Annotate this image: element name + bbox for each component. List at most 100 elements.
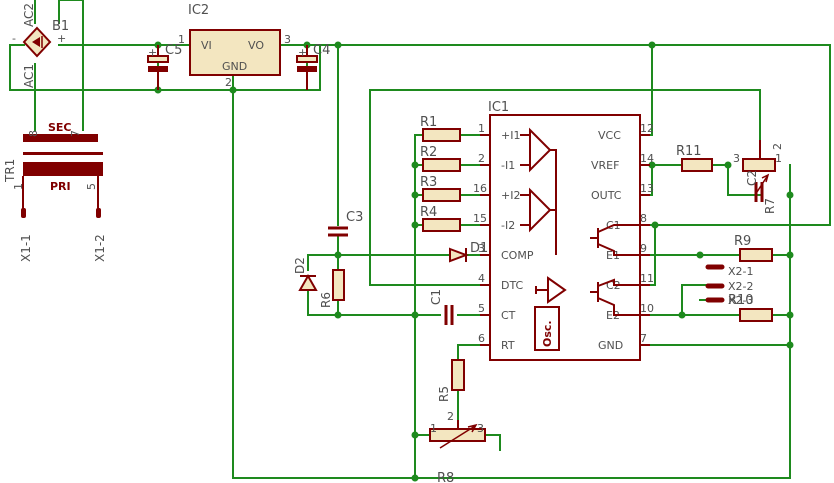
svg-text:GND: GND bbox=[222, 60, 247, 73]
svg-text:1: 1 bbox=[178, 33, 185, 46]
tr-sec: SEC bbox=[48, 121, 72, 134]
svg-text:COMP: COMP bbox=[501, 249, 534, 262]
svg-text:1: 1 bbox=[775, 152, 782, 165]
svg-text:+I1: +I1 bbox=[501, 129, 520, 142]
r3-label: R3 bbox=[420, 175, 437, 190]
svg-text:14: 14 bbox=[640, 152, 654, 165]
capacitor-c4: C4 + bbox=[296, 43, 330, 90]
c3-label: C3 bbox=[346, 210, 363, 225]
svg-text:3: 3 bbox=[478, 242, 485, 255]
resistor-r6: R6 bbox=[319, 269, 345, 308]
svg-text:GND: GND bbox=[598, 339, 623, 352]
svg-text:-I2: -I2 bbox=[501, 219, 515, 232]
r7-label: R7 bbox=[763, 198, 777, 214]
potentiometer-r7: 3 1 2 R7 bbox=[733, 140, 784, 214]
ic1-output-transistors bbox=[590, 224, 640, 316]
r5-label: R5 bbox=[437, 386, 451, 402]
svg-text:DTC: DTC bbox=[501, 279, 524, 292]
capacitor-c5: C5 + bbox=[147, 43, 182, 90]
osc-label: Osc. bbox=[541, 320, 554, 347]
bridge-minus: - bbox=[12, 32, 16, 45]
ic1-left-pins: 1 +I1 2 -I1 16 +I2 15 -I2 3 COMP 4 DTC 5… bbox=[473, 122, 534, 352]
svg-text:8: 8 bbox=[27, 130, 40, 137]
svg-text:CT: CT bbox=[501, 309, 516, 322]
bridge-label: B1 bbox=[52, 19, 69, 34]
svg-text:13: 13 bbox=[640, 182, 654, 195]
bridge-plus: + bbox=[57, 32, 66, 45]
svg-text:10: 10 bbox=[640, 302, 654, 315]
ic1-oscillator: Osc. bbox=[534, 306, 560, 351]
svg-text:VO: VO bbox=[248, 39, 264, 52]
x2-2-label: X2-2 bbox=[728, 280, 754, 293]
c5-label: C5 bbox=[165, 43, 182, 58]
x2-1-label: X2-1 bbox=[728, 265, 754, 278]
r10-label: R10 bbox=[728, 293, 754, 308]
transformer-tr1: SEC PRI TR1 8 7 1 5 X1-1 X1-2 bbox=[3, 121, 107, 262]
x1-1-label: X1-1 bbox=[19, 234, 33, 262]
ic1-right-pins: 12 VCC 14 VREF 13 OUTC 8 C1 9 E1 11 C2 1… bbox=[591, 122, 654, 352]
capacitor-c1: C1 bbox=[429, 289, 454, 325]
svg-text:9: 9 bbox=[640, 242, 647, 255]
r8-label: R8 bbox=[437, 471, 454, 483]
capacitor-c2: C2 bbox=[745, 170, 764, 202]
pwm-controller-ic1: IC1 1 +I1 2 -I1 16 +I2 15 -I2 3 COMP 4 D… bbox=[473, 100, 654, 361]
r9-label: R9 bbox=[734, 234, 751, 249]
svg-text:2: 2 bbox=[771, 143, 784, 150]
diode-d2: D2 bbox=[293, 257, 318, 291]
bridge-ac2: AC2 bbox=[22, 3, 36, 27]
svg-text:1: 1 bbox=[12, 183, 25, 190]
svg-text:+: + bbox=[298, 46, 307, 59]
c2-label: C2 bbox=[745, 170, 759, 186]
svg-text:1: 1 bbox=[430, 422, 437, 435]
diode-d1: D1 bbox=[449, 241, 488, 263]
svg-text:E2: E2 bbox=[606, 309, 620, 322]
svg-text:5: 5 bbox=[478, 302, 485, 315]
tr-label: TR1 bbox=[3, 159, 17, 183]
svg-text:+I2: +I2 bbox=[501, 189, 520, 202]
connector-x2: X2-1 X2-2 X2-3 bbox=[705, 264, 754, 307]
wires bbox=[9, 0, 831, 479]
c1-label: C1 bbox=[429, 289, 443, 305]
svg-text:16: 16 bbox=[473, 182, 487, 195]
r4-label: R4 bbox=[420, 205, 437, 220]
svg-text:8: 8 bbox=[640, 212, 647, 225]
svg-text:4: 4 bbox=[478, 272, 485, 285]
resistor-r11: R11 bbox=[676, 144, 713, 172]
svg-text:-I1: -I1 bbox=[501, 159, 515, 172]
bridge-ac1: AC1 bbox=[22, 64, 36, 88]
potentiometer-r8: 1 2 3 R8 bbox=[429, 410, 486, 483]
ic2-label: IC2 bbox=[188, 3, 209, 18]
tr-pri: PRI bbox=[50, 180, 71, 193]
svg-text:12: 12 bbox=[640, 122, 654, 135]
bridge-b1: B1 - + AC2 AC1 bbox=[12, 3, 69, 88]
svg-text:3: 3 bbox=[477, 422, 484, 435]
ic1-error-amps bbox=[520, 127, 567, 304]
ic1-label: IC1 bbox=[488, 100, 509, 115]
x2-3-label: X2-3 bbox=[728, 294, 754, 307]
svg-text:RT: RT bbox=[501, 339, 515, 352]
r6-label: R6 bbox=[319, 292, 333, 308]
capacitor-c3: C3 bbox=[328, 210, 363, 237]
svg-text:3: 3 bbox=[733, 152, 740, 165]
svg-text:3: 3 bbox=[284, 33, 291, 46]
svg-text:VCC: VCC bbox=[598, 129, 621, 142]
d1-label: D1 bbox=[470, 241, 488, 256]
regulator-ic2: IC2 VI VO GND 1 3 2 bbox=[178, 3, 291, 89]
svg-text:11: 11 bbox=[640, 272, 654, 285]
svg-text:VREF: VREF bbox=[591, 159, 619, 172]
input-resistors: R1 R2 R3 R4 bbox=[420, 115, 461, 232]
r11-label: R11 bbox=[676, 144, 702, 159]
svg-text:5: 5 bbox=[85, 183, 98, 190]
r1-label: R1 bbox=[420, 115, 437, 130]
svg-text:7: 7 bbox=[69, 130, 82, 137]
resistor-r5: R5 bbox=[437, 359, 465, 402]
output-resistors: R9 R10 bbox=[728, 234, 773, 322]
d2-label: D2 bbox=[293, 257, 307, 274]
svg-text:2: 2 bbox=[447, 410, 454, 423]
svg-text:1: 1 bbox=[478, 122, 485, 135]
svg-text:VI: VI bbox=[201, 39, 212, 52]
svg-text:2: 2 bbox=[225, 76, 232, 89]
svg-text:E1: E1 bbox=[606, 249, 620, 262]
svg-text:6: 6 bbox=[478, 332, 485, 345]
